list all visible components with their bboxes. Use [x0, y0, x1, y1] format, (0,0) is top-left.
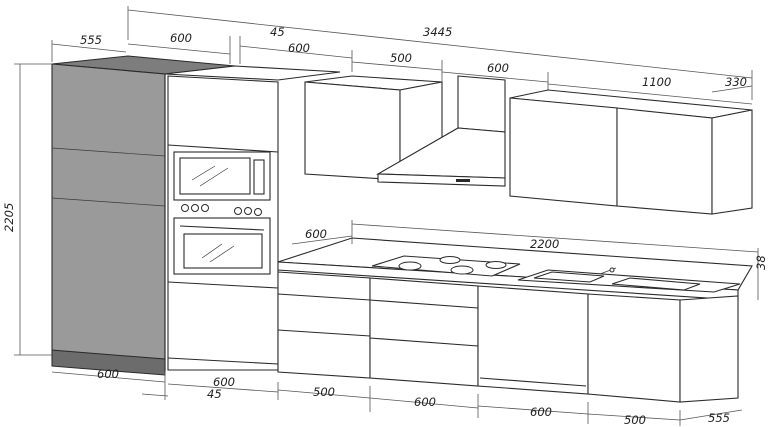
- dim-total-width: 3445: [423, 25, 452, 39]
- dim-gap-bottom: 45: [207, 387, 222, 401]
- dim-fridge-width-bottom: 600: [97, 367, 119, 381]
- wall-cabinet-right: [509, 89, 753, 215]
- cooktop: [371, 255, 521, 277]
- range-hood: [376, 75, 506, 187]
- dim-counter-depth: 600: [305, 227, 327, 241]
- dim-fridge-depth: 555: [80, 33, 102, 47]
- bottom-dimension-lines: [51, 371, 743, 426]
- dim-counter-thickness: 38: [754, 255, 768, 270]
- oven-control-knobs: [181, 204, 262, 216]
- base-sink-unit: [587, 293, 739, 403]
- base-drawer-unit-600: [369, 277, 479, 387]
- dim-base-drawers-1: 500: [313, 385, 335, 399]
- dim-gap-top: 45: [270, 25, 285, 39]
- base-dishwasher-unit: [477, 285, 589, 395]
- dim-oven-tower-width-bottom: 600: [213, 375, 235, 389]
- height-dimension-line: [14, 63, 52, 356]
- dim-base-drawers-2: 600: [414, 395, 436, 409]
- oven: [173, 217, 271, 275]
- dim-hood-width: 600: [487, 61, 509, 75]
- fridge-tall-unit: [51, 55, 236, 376]
- dim-oven-tower-width-top: 600: [288, 41, 310, 55]
- dim-base-sink: 500: [624, 413, 646, 427]
- dim-wall-cabinet-right: 1100: [642, 75, 671, 89]
- microwave: [173, 151, 271, 201]
- dim-wall-cabinet-depth: 330: [725, 75, 747, 89]
- dim-base-dishwasher: 600: [530, 405, 552, 419]
- dim-total-height: 2205: [2, 203, 16, 232]
- sink: [517, 267, 741, 293]
- dim-wall-cabinet-left: 500: [390, 51, 412, 65]
- dim-base-depth: 555: [708, 411, 730, 425]
- base-drawer-unit-500: [277, 271, 371, 379]
- dim-fridge-width-top: 600: [170, 31, 192, 45]
- dim-counter-length: 2200: [530, 237, 559, 251]
